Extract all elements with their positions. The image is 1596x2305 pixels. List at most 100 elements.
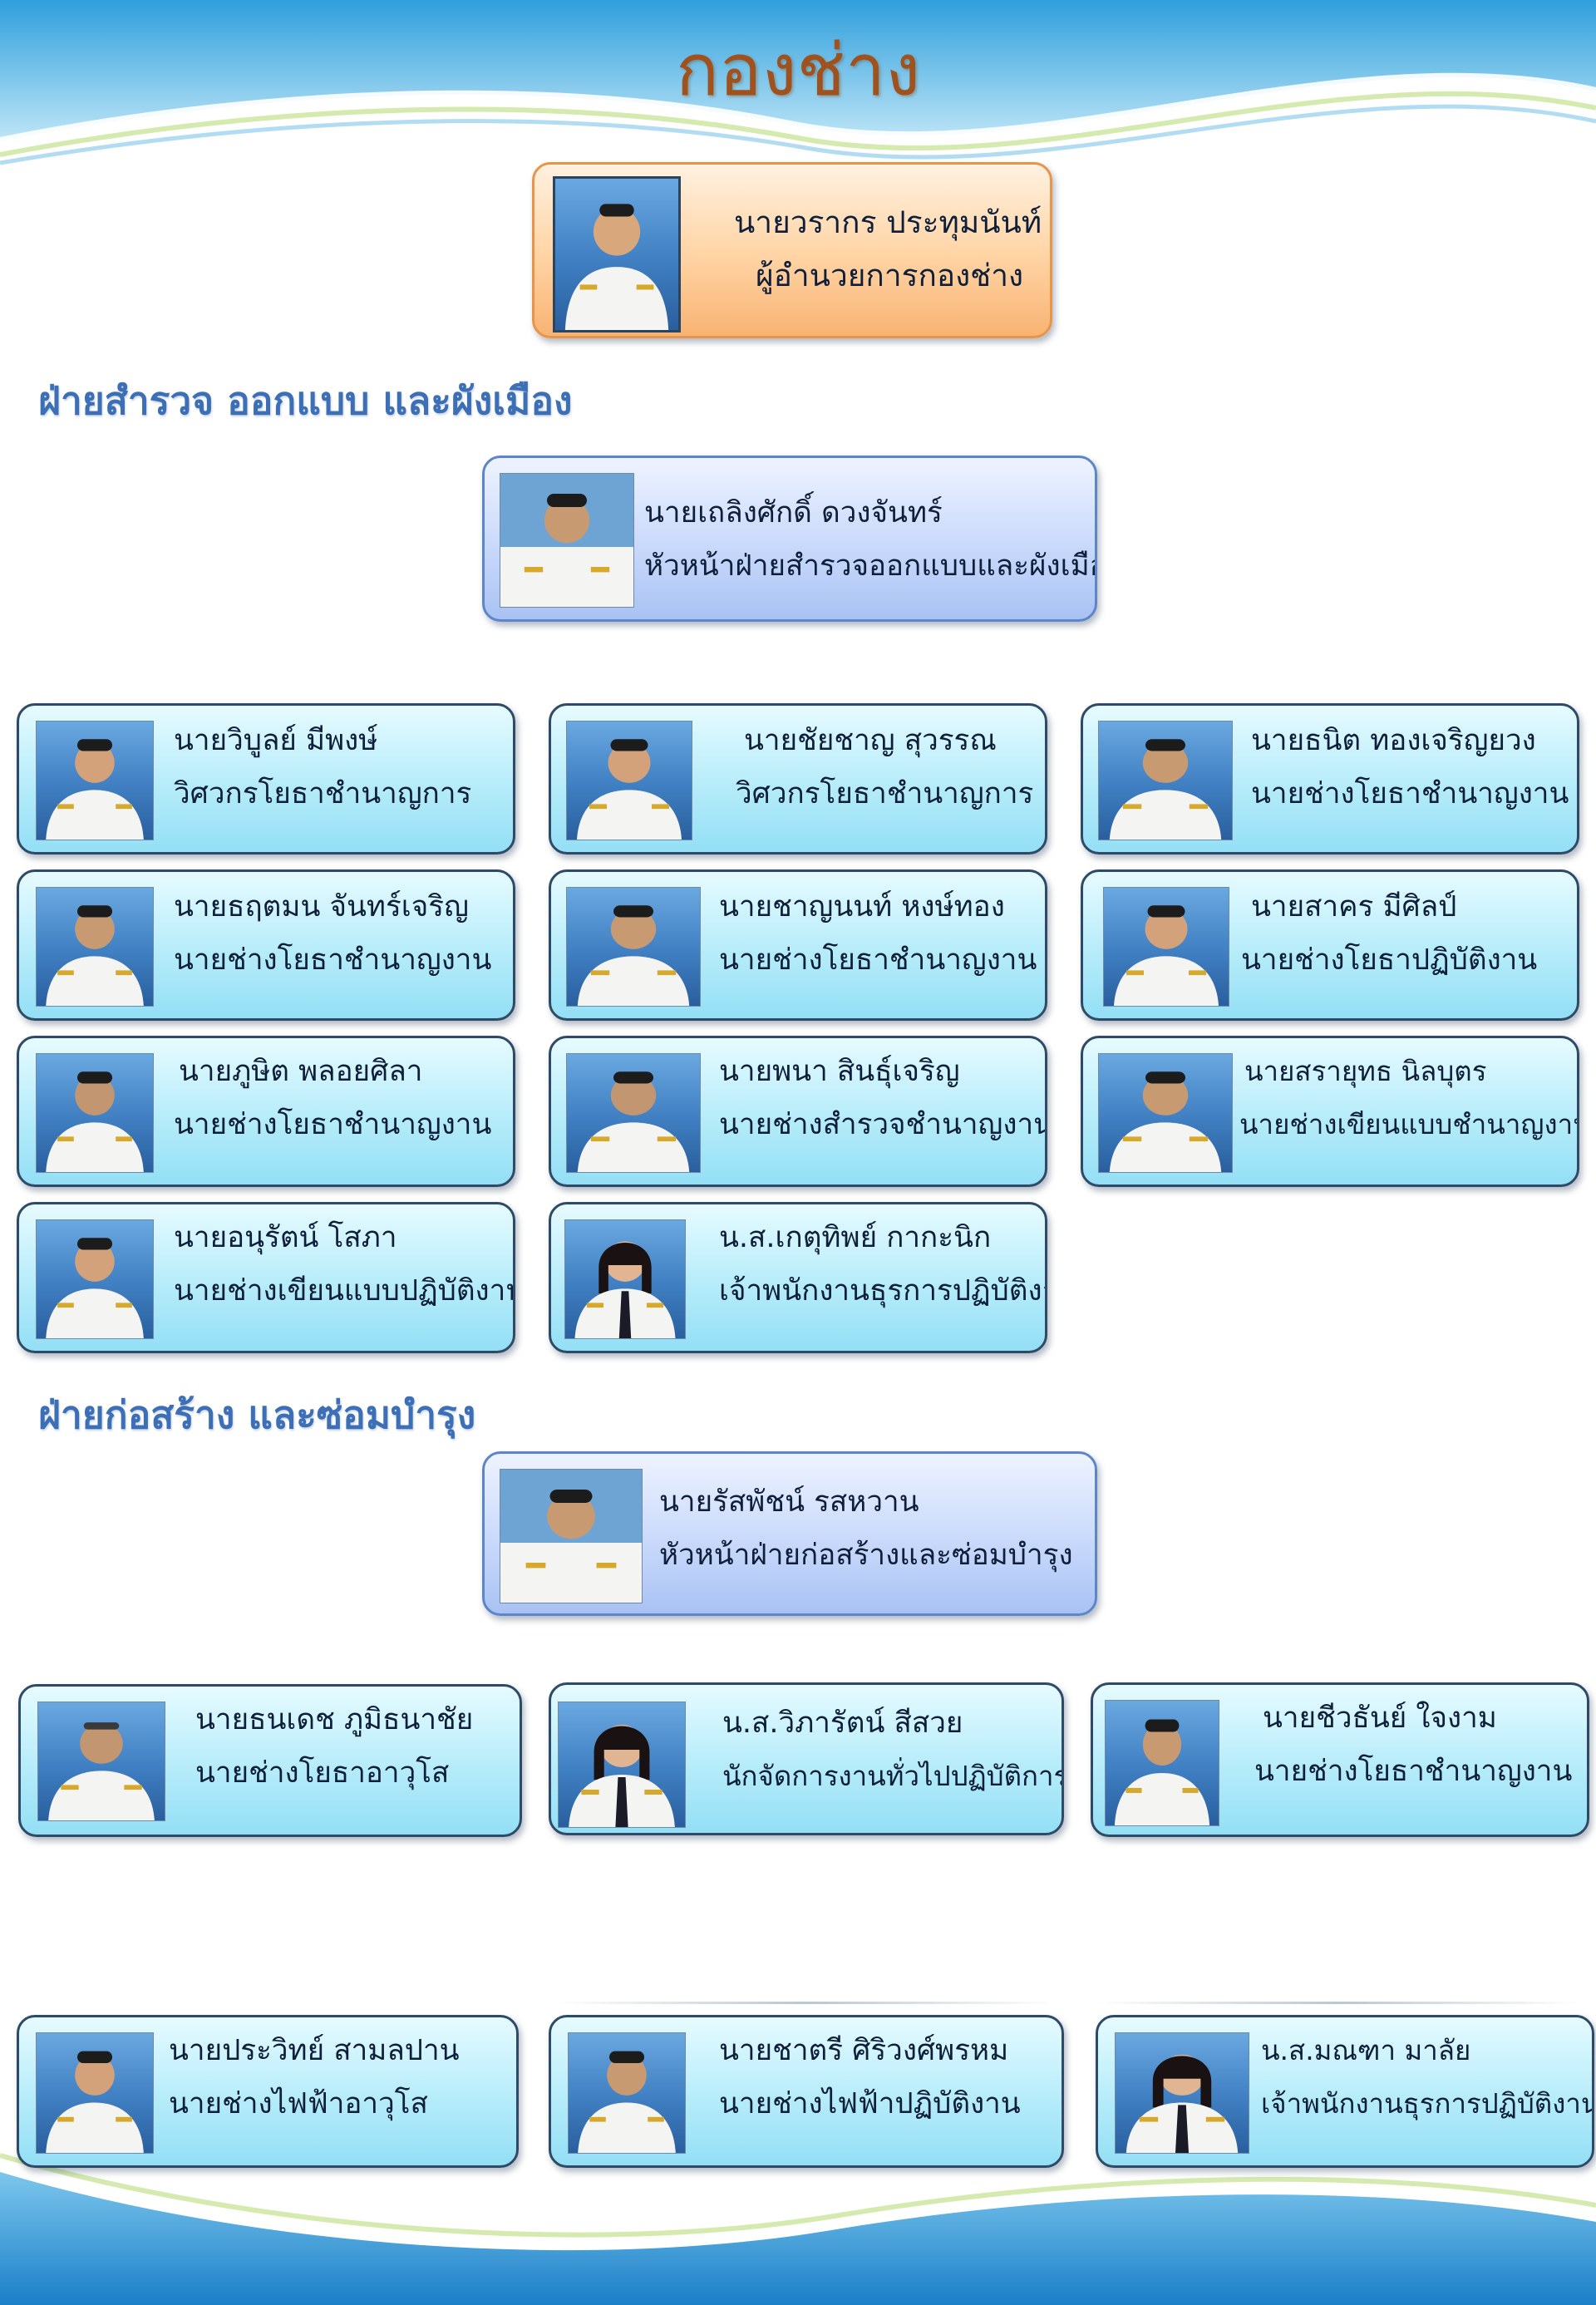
staff-position: วิศวกรโยธาชำนาญการ xyxy=(174,777,472,810)
staff-position: เจ้าพนักงานธุรการปฏิบัติงาน xyxy=(719,1274,1047,1308)
staff-photo xyxy=(564,1219,686,1339)
staff-card: นายธฤตมน จันทร์เจริญนายช่างโยธาชำนาญงาน xyxy=(17,869,515,1021)
director-card: นายวรากร ประทุมนันท์ ผู้อำนวยการกองช่าง xyxy=(532,162,1052,338)
staff-card: นายชาญนนท์ หงษ์ทองนายช่างโยธาชำนาญงาน xyxy=(549,869,1047,1021)
page-title: กองช่าง xyxy=(675,29,921,112)
staff-name: น.ส.เกตุทิพย์ กากะนิก xyxy=(719,1221,992,1254)
head-text: นายเถลิงศักดิ์ ดวงจันทร์ หัวหน้าฝ่ายสำรว… xyxy=(644,486,1097,593)
staff-name: นายชาตรี ศิริวงศ์พรหม xyxy=(719,2034,1009,2067)
head-position: หัวหน้าฝ่ายสำรวจออกแบบและผังเมือง xyxy=(644,549,1097,583)
staff-name: นายธฤตมน จันทร์เจริญ xyxy=(174,890,469,923)
staff-card: นายสรายุทธ นิลบุตรนายช่างเขียนแบบชำนาญงา… xyxy=(1081,1036,1579,1187)
staff-name: นายธนิต ทองเจริญยวง xyxy=(1251,724,1536,757)
staff-name: น.ส.มณฑา มาลัย xyxy=(1261,2034,1471,2066)
staff-card: นายอนุรัตน์ โสภานายช่างเขียนแบบปฏิบัติงา… xyxy=(17,1202,515,1353)
header-wave xyxy=(0,0,1596,165)
staff-name: นายภูษิต พลอยศิลา xyxy=(179,1055,423,1088)
staff-position: นายช่างไฟฟ้าปฏิบัติงาน xyxy=(719,2087,1021,2120)
head-photo xyxy=(500,1469,643,1603)
section-head-card: นายเถลิงศักดิ์ ดวงจันทร์ หัวหน้าฝ่ายสำรว… xyxy=(482,456,1097,622)
director-position: ผู้อำนวยการกองช่าง xyxy=(756,258,1024,293)
director-name: นายวรากร ประทุมนันท์ xyxy=(734,204,1042,240)
staff-card: นายภูษิต พลอยศิลานายช่างโยธาชำนาญงาน xyxy=(17,1036,515,1187)
director-text: นายวรากร ประทุมนันท์ ผู้อำนวยการกองช่าง xyxy=(734,196,1042,303)
director-photo xyxy=(553,176,681,332)
staff-position: เจ้าพนักงานธุรการปฏิบัติงาน xyxy=(1261,2087,1594,2120)
head-name: นายรัสพัชน์ รสหวาน xyxy=(659,1485,919,1519)
staff-name: น.ส.วิภารัตน์ สีสวย xyxy=(722,1707,963,1740)
head-name: นายเถลิงศักดิ์ ดวงจันทร์ xyxy=(644,496,943,529)
head-position: หัวหน้าฝ่ายก่อสร้างและซ่อมบำรุง xyxy=(659,1539,1073,1572)
staff-position: นักจัดการงานทั่วไปปฏิบัติการ xyxy=(722,1760,1064,1792)
staff-name: นายชีวธันย์ ใจงาม xyxy=(1263,1702,1497,1735)
staff-card: นายชาตรี ศิริวงศ์พรหมนายช่างไฟฟ้าปฏิบัติ… xyxy=(549,2015,1064,2168)
staff-card: นายสาคร มีศิลป์นายช่างโยธาปฏิบัติงาน xyxy=(1081,869,1579,1021)
staff-text: นายชาญนนท์ หงษ์ทองนายช่างโยธาชำนาญงาน xyxy=(719,880,1037,987)
staff-text: นายชัยชาญ สุวรรณวิศวกรโยธาชำนาญการ xyxy=(736,714,1033,820)
section-title-construction: ฝ่ายก่อสร้าง และซ่อมบำรุง xyxy=(38,1392,476,1437)
staff-photo xyxy=(37,1702,165,1821)
staff-position: นายช่างโยธาชำนาญงาน xyxy=(719,943,1037,977)
staff-name: นายชาญนนท์ หงษ์ทอง xyxy=(719,890,1005,923)
staff-photo xyxy=(36,887,154,1007)
staff-text: นายสรายุทธ นิลบุตรนายช่างเขียนแบบชำนาญงา… xyxy=(1239,1045,1577,1151)
staff-photo xyxy=(558,1702,686,1828)
staff-name: นายธนเดช ภูมิธนาชัย xyxy=(195,1703,474,1736)
staff-text: นายชีวธันย์ ใจงามนายช่างโยธาชำนาญงาน xyxy=(1254,1692,1572,1798)
staff-position: นายช่างโยธาชำนาญงาน xyxy=(1251,777,1569,810)
staff-photo xyxy=(36,1219,154,1339)
staff-photo xyxy=(1115,2032,1249,2154)
staff-name: นายชัยชาญ สุวรรณ xyxy=(744,724,997,757)
staff-text: น.ส.มณฑา มาลัยเจ้าพนักงานธุรการปฏิบัติงา… xyxy=(1261,2024,1594,2130)
staff-position: นายช่างเขียนแบบปฏิบัติงาน xyxy=(174,1274,515,1308)
staff-photo xyxy=(566,887,701,1007)
staff-photo xyxy=(1098,721,1233,840)
staff-name: นายสาคร มีศิลป์ xyxy=(1251,890,1457,923)
staff-photo xyxy=(1105,1700,1219,1826)
staff-text: นายภูษิต พลอยศิลานายช่างโยธาชำนาญงาน xyxy=(174,1045,491,1151)
staff-text: นายชาตรี ศิริวงศ์พรหมนายช่างไฟฟ้าปฏิบัติ… xyxy=(719,2024,1021,2130)
staff-text: นายพนา สินธุ์เจริญนายช่างสำรวจชำนาญงาน xyxy=(719,1045,1047,1151)
staff-text: นายอนุรัตน์ โสภานายช่างเขียนแบบปฏิบัติงา… xyxy=(174,1211,515,1317)
staff-text: นายประวิทย์ สามลปานนายช่างไฟฟ้าอาวุโส xyxy=(169,2024,460,2130)
staff-position: วิศวกรโยธาชำนาญการ xyxy=(736,777,1034,810)
staff-position: นายช่างโยธาอาวุโส xyxy=(195,1756,450,1790)
footer-wave xyxy=(0,2153,1596,2305)
staff-card: นายชัยชาญ สุวรรณวิศวกรโยธาชำนาญการ xyxy=(549,703,1047,855)
section-title-survey: ฝ่ายสำรวจ ออกแบบ และผังเมือง xyxy=(38,378,573,423)
staff-position: นายช่างโยธาปฏิบัติงาน xyxy=(1241,943,1538,977)
staff-position: นายช่างสำรวจชำนาญงาน xyxy=(719,1108,1047,1141)
staff-position: นายช่างโยธาชำนาญงาน xyxy=(174,943,492,977)
staff-card: นายวิบูลย์ มีพงษ์วิศวกรโยธาชำนาญการ xyxy=(17,703,515,855)
staff-photo xyxy=(36,1053,154,1173)
staff-name: นายวิบูลย์ มีพงษ์ xyxy=(174,724,378,757)
staff-photo xyxy=(566,721,692,840)
staff-text: นายธนเดช ภูมิธนาชัยนายช่างโยธาอาวุโส xyxy=(195,1693,473,1800)
head-photo xyxy=(500,473,634,608)
staff-name: นายอนุรัตน์ โสภา xyxy=(174,1221,397,1254)
staff-text: นายวิบูลย์ มีพงษ์วิศวกรโยธาชำนาญการ xyxy=(174,714,471,820)
staff-photo xyxy=(1098,1053,1233,1173)
staff-name: นายพนา สินธุ์เจริญ xyxy=(719,1055,960,1088)
staff-card: น.ส.เกตุทิพย์ กากะนิกเจ้าพนักงานธุรการปฏ… xyxy=(549,1202,1047,1353)
staff-photo xyxy=(566,1053,701,1173)
staff-text: นายสาคร มีศิลป์นายช่างโยธาปฏิบัติงาน xyxy=(1241,880,1537,987)
staff-position: นายช่างไฟฟ้าอาวุโส xyxy=(169,2087,428,2120)
staff-card: น.ส.มณฑา มาลัยเจ้าพนักงานธุรการปฏิบัติงา… xyxy=(1096,2015,1594,2168)
staff-name: นายสรายุทธ นิลบุตร xyxy=(1244,1055,1487,1087)
staff-photo xyxy=(36,2032,154,2154)
staff-name: นายประวิทย์ สามลปาน xyxy=(169,2034,460,2067)
staff-card: นายประวิทย์ สามลปานนายช่างไฟฟ้าอาวุโส xyxy=(17,2015,519,2168)
staff-text: นายธนิต ทองเจริญยวงนายช่างโยธาชำนาญงาน xyxy=(1251,714,1569,820)
staff-photo xyxy=(1103,887,1229,1007)
placeholder-divider xyxy=(1097,2002,1579,2004)
staff-text: น.ส.เกตุทิพย์ กากะนิกเจ้าพนักงานธุรการปฏ… xyxy=(719,1211,1047,1317)
staff-text: น.ส.วิภารัตน์ สีสวยนักจัดการงานทั่วไปปฏิ… xyxy=(722,1697,1064,1803)
staff-card: น.ส.วิภารัตน์ สีสวยนักจัดการงานทั่วไปปฏิ… xyxy=(549,1682,1064,1835)
staff-card: นายชีวธันย์ ใจงามนายช่างโยธาชำนาญงาน xyxy=(1091,1682,1589,1837)
staff-photo xyxy=(568,2032,686,2154)
staff-position: นายช่างโยธาชำนาญงาน xyxy=(174,1108,492,1141)
staff-position: นายช่างโยธาชำนาญงาน xyxy=(1254,1755,1573,1788)
placeholder-divider xyxy=(557,2002,1056,2004)
staff-card: นายพนา สินธุ์เจริญนายช่างสำรวจชำนาญงาน xyxy=(549,1036,1047,1187)
